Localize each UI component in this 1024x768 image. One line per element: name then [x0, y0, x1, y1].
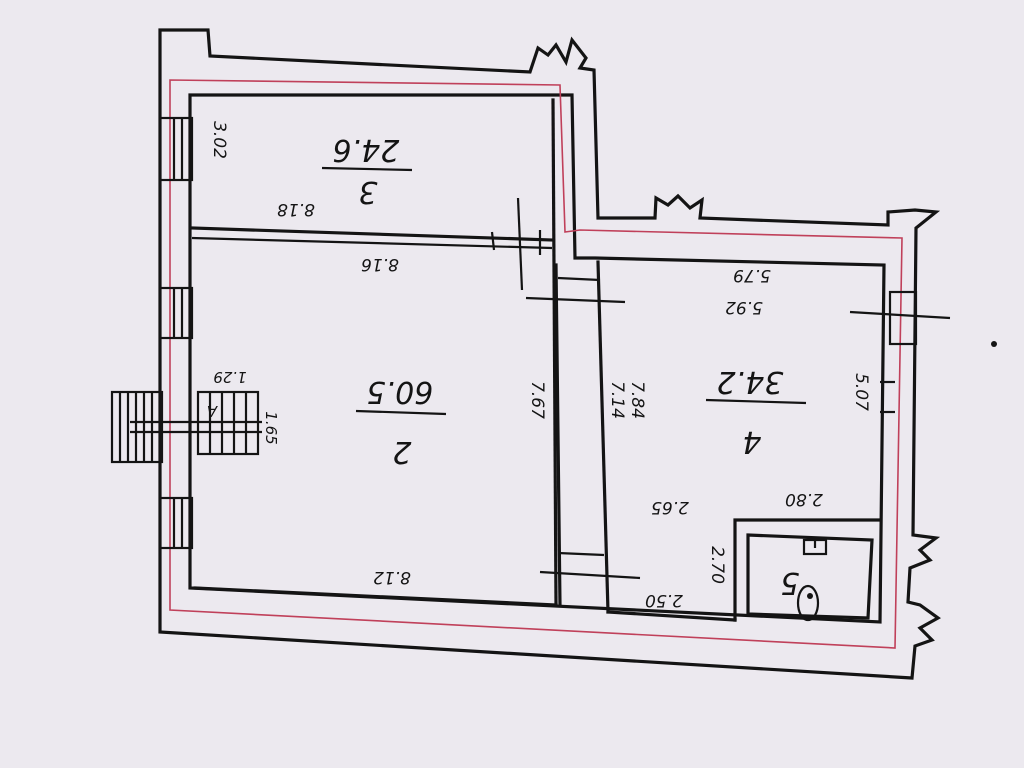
outer-wall-outer [158, 28, 941, 680]
partition-3-2-b [191, 236, 553, 250]
door-openings [490, 197, 951, 580]
dim-entrance-depth: 1.65 [262, 411, 280, 444]
partition-2-4-left [554, 263, 562, 607]
boundary-line [169, 79, 903, 649]
room4-area: 34.2 [717, 364, 784, 399]
dim-room2-bottom-width: 8.12 [373, 567, 411, 587]
room4-label: 4 34.2 [705, 364, 807, 459]
dim-room4-left-height-b: 7.14 [607, 381, 627, 419]
room2-number: 2 [392, 434, 411, 469]
room3-area: 24.6 [333, 132, 400, 167]
room3-label: 3 24.6 [321, 132, 413, 209]
room3-number: 3 [358, 174, 377, 209]
dim-room4-bottom-width: 2.50 [645, 590, 683, 610]
entrance-stairs [110, 390, 262, 464]
entrance-label: A [207, 402, 218, 420]
dim-entrance-width: 1.29 [213, 368, 246, 386]
dim-room4-step-height: 2.70 [707, 546, 727, 584]
dim-room4-step-width-a: 2.80 [785, 489, 823, 509]
wall-room3-right [551, 98, 558, 607]
room2-area: 60.5 [367, 374, 434, 409]
room4-number: 4 [742, 424, 761, 459]
room5-walls [733, 518, 882, 622]
windows-left [158, 116, 194, 550]
dim-room4-step-width-b: 2.65 [651, 497, 689, 517]
wall-room2-bottom [193, 586, 558, 607]
bathroom-fixtures [796, 538, 828, 622]
room5-number: 5 [780, 565, 799, 600]
ink-dot [991, 341, 997, 347]
dim-room4-top-width-b: 5.92 [725, 297, 763, 317]
dim-room4-left-height-a: 7.84 [627, 381, 647, 419]
dim-room3-width: 8.18 [277, 199, 315, 219]
dim-room2-height: 7.67 [527, 381, 547, 419]
dim-room2-top-width: 8.16 [361, 254, 399, 274]
dim-room4-top-width-a: 5.79 [733, 265, 771, 285]
dim-room4-right-height: 5.07 [851, 373, 871, 411]
room2-label: 2 60.5 [355, 374, 447, 469]
wall-room4-bottom [606, 610, 737, 622]
partition-2-4-right [596, 260, 610, 614]
dim-room3-height: 3.02 [209, 121, 229, 159]
